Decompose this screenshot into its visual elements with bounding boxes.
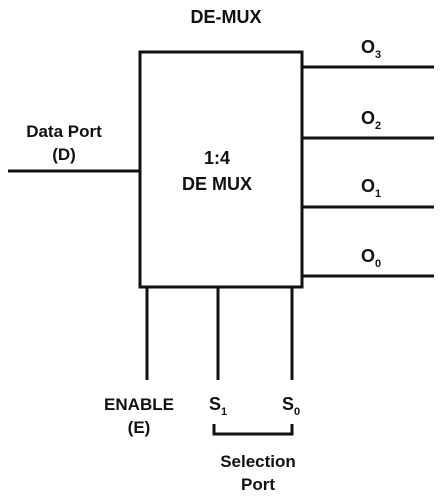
diagram-title: DE-MUX [191, 7, 262, 27]
data-port-label: Data Port [26, 122, 102, 141]
output-label-o1: O1 [361, 176, 381, 200]
block-label-ratio: 1:4 [204, 148, 230, 168]
enable-label: ENABLE [104, 395, 174, 414]
selection-port-label: Selection [220, 452, 296, 471]
enable-symbol: (E) [128, 418, 151, 437]
output-label-o2: O2 [361, 108, 381, 132]
select-label-s0: S0 [282, 394, 300, 418]
output-label-o3: O3 [361, 37, 381, 61]
output-label-o0: O0 [361, 246, 381, 270]
block-label-name: DE MUX [182, 174, 252, 194]
selection-bracket [212, 424, 294, 436]
select-label-s1: S1 [209, 394, 227, 418]
data-port-symbol: (D) [52, 145, 76, 164]
demux-block [138, 50, 304, 289]
selection-port-word: Port [241, 475, 275, 494]
